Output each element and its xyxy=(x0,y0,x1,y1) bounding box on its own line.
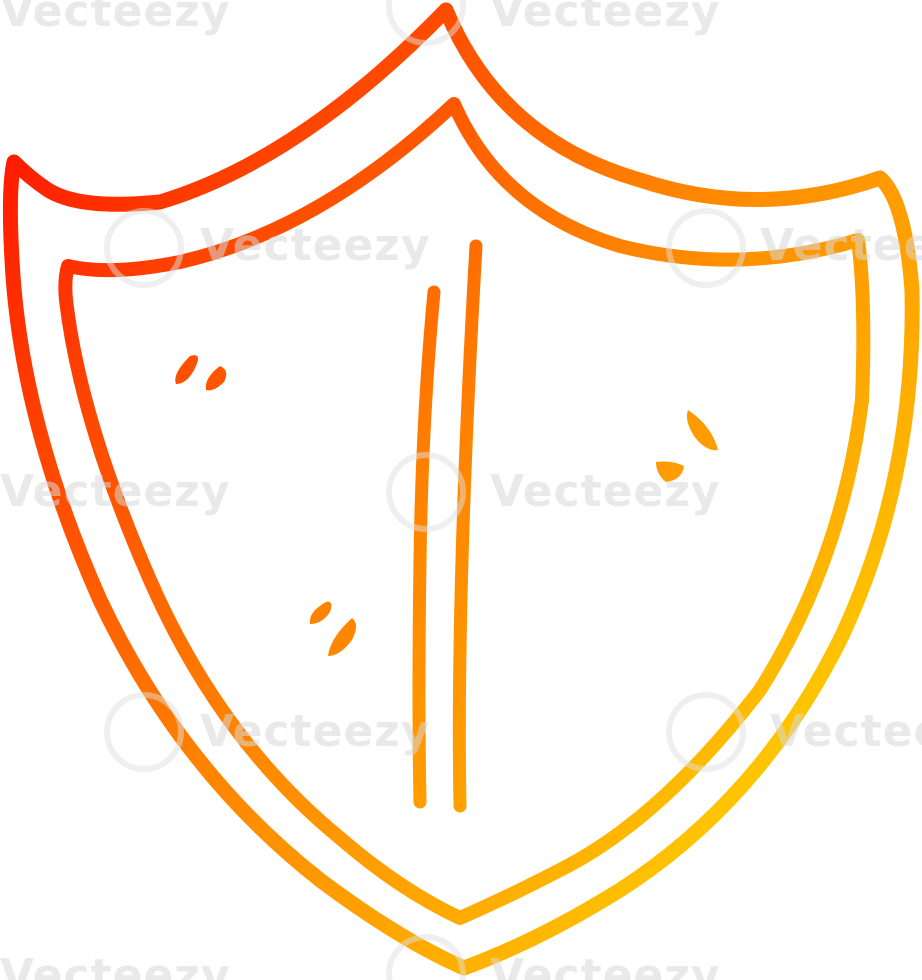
shield-inner-outline xyxy=(58,97,871,925)
shield-shine-marks xyxy=(175,355,718,656)
shield-center-lines xyxy=(412,239,483,813)
